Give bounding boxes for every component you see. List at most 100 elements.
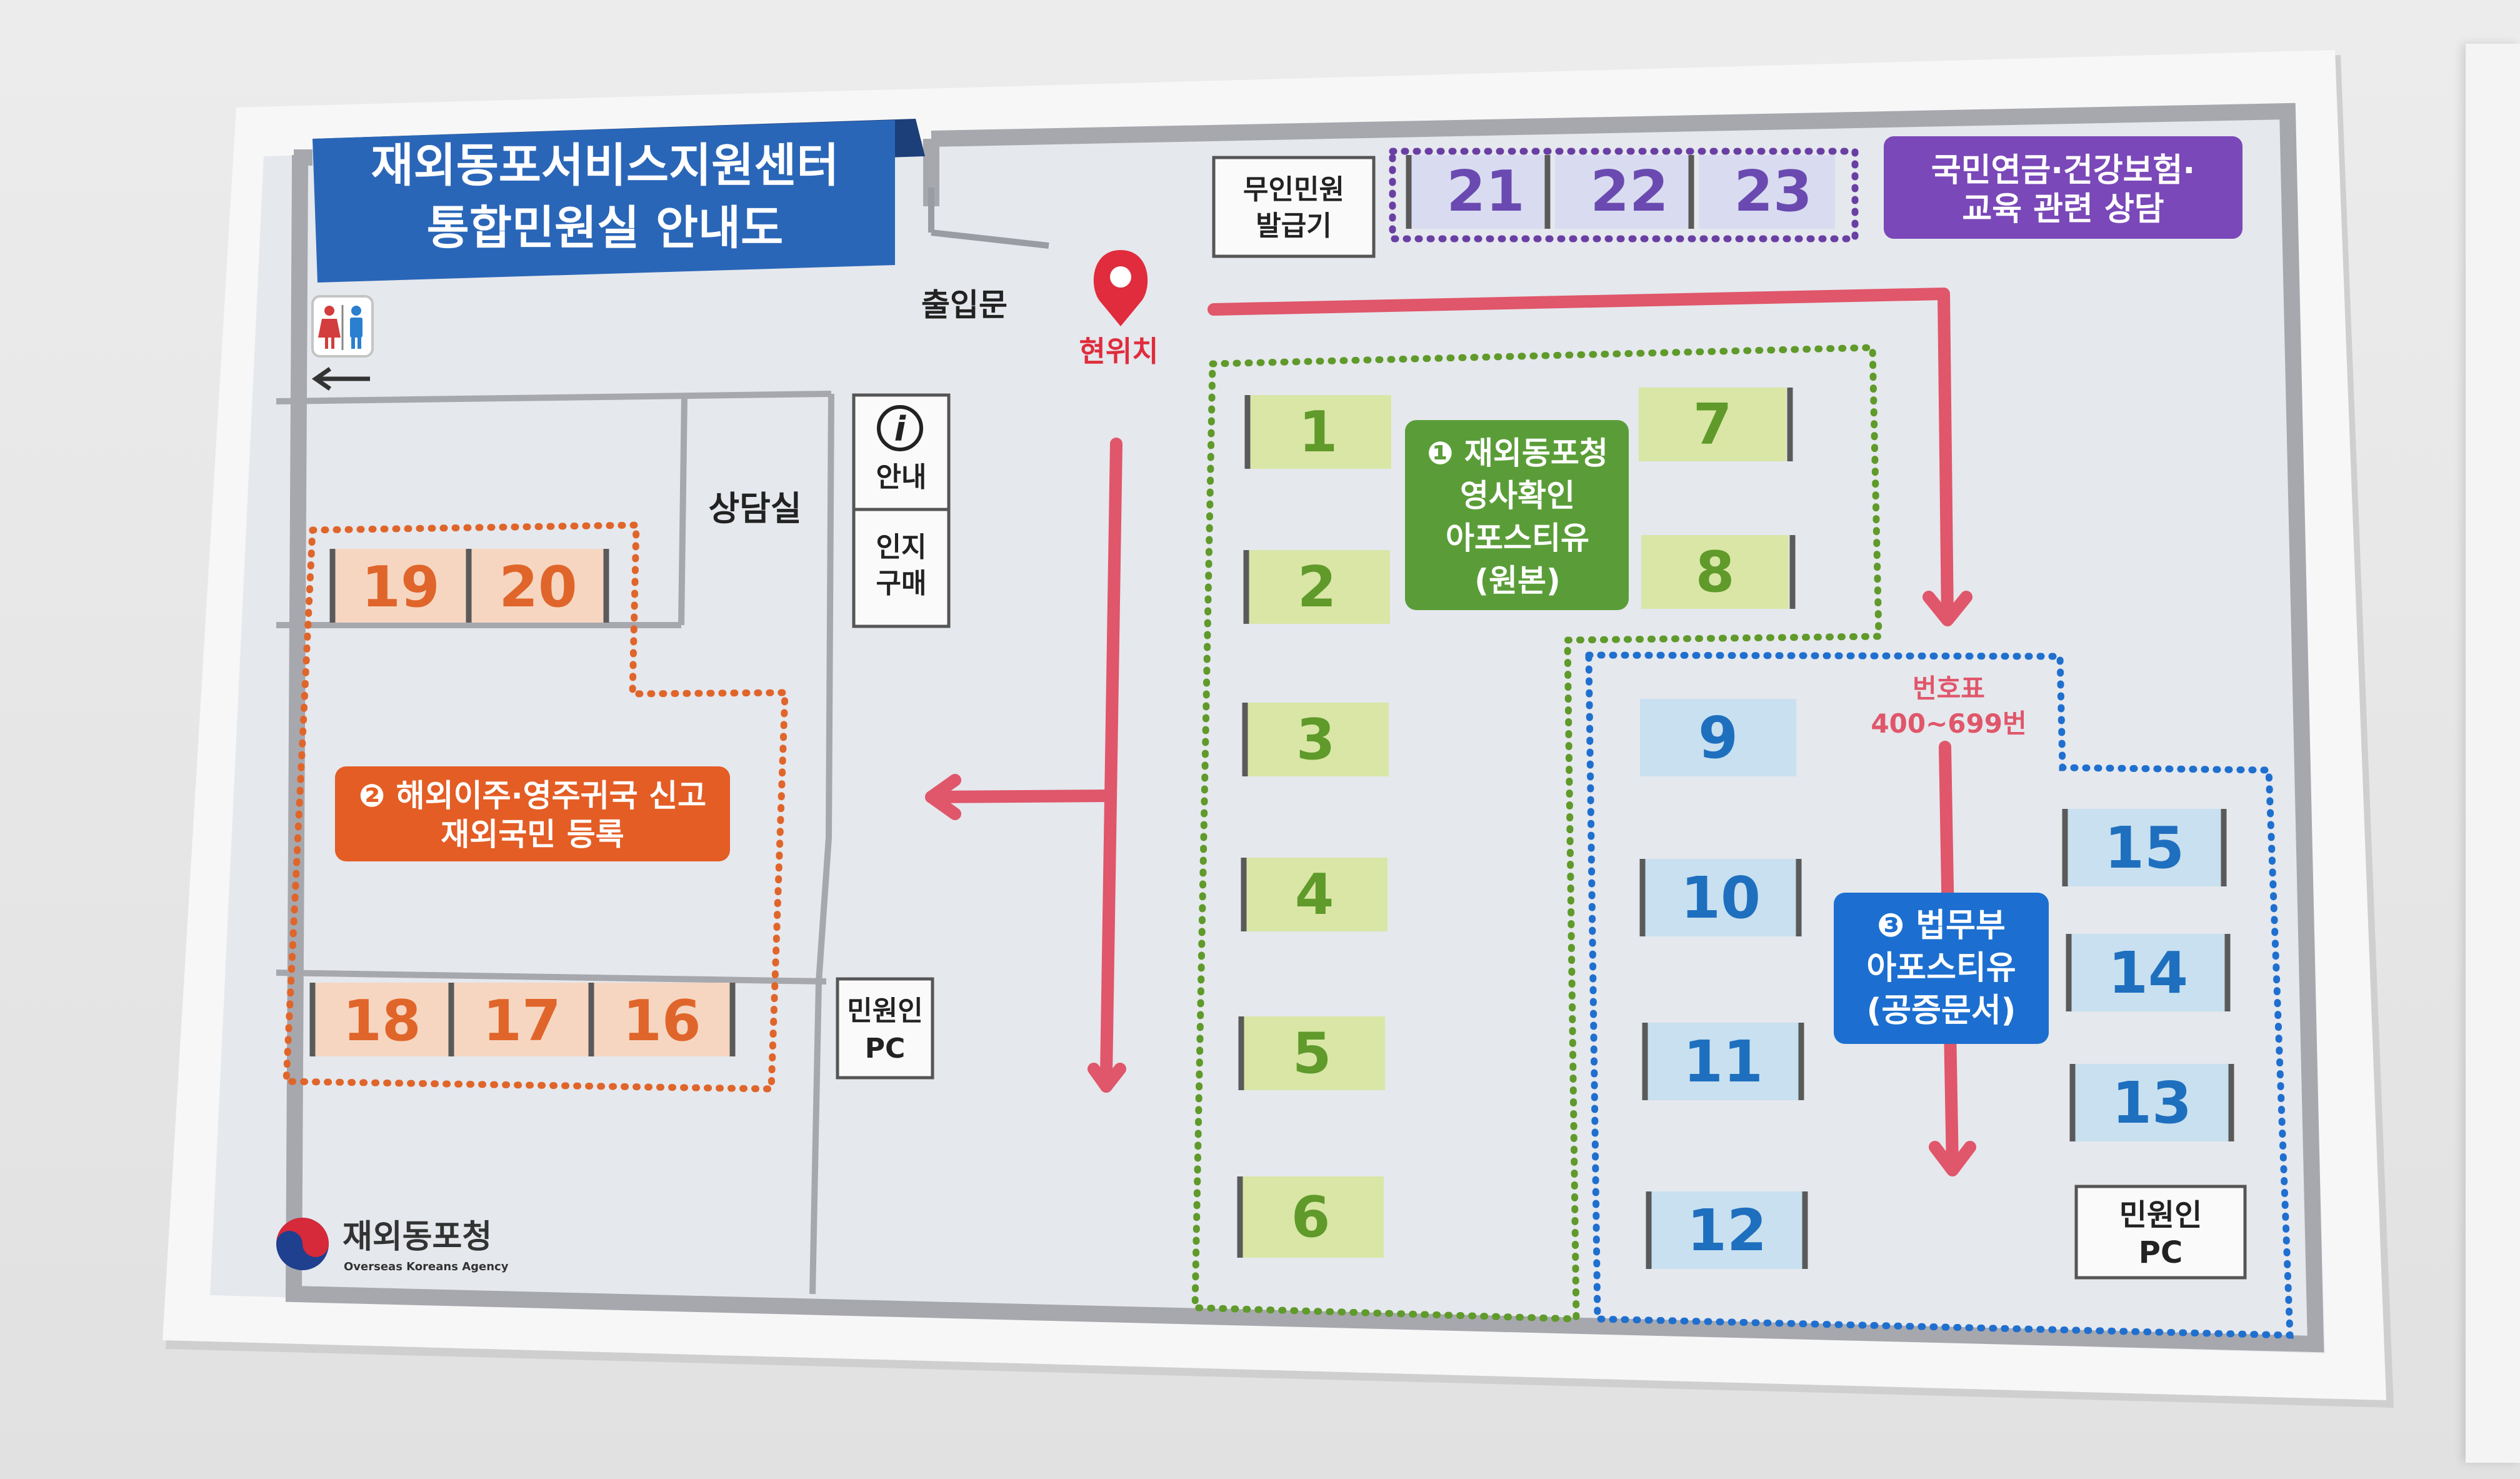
counter-5-label: 5: [1292, 1021, 1332, 1086]
zone3-line3: (공증문서): [1867, 992, 2016, 1030]
counter-2[interactable]: [1249, 550, 1390, 624]
counter-17-label: 17: [482, 988, 561, 1054]
counter-2-label: 2: [1298, 554, 1337, 620]
logo-name: 재외동포청: [342, 1218, 492, 1256]
pc-left-line1: 민원인: [847, 995, 922, 1027]
counter-16-label: 16: [622, 988, 701, 1054]
counter-22-label: 22: [1590, 159, 1668, 224]
zone1-line3: 아포스티유: [1446, 520, 1589, 556]
counter-16[interactable]: [594, 983, 730, 1056]
counter-14-label: 14: [2108, 940, 2188, 1006]
info-icon-glyph: i: [894, 409, 907, 449]
counter-3-label: 3: [1296, 707, 1336, 773]
stamp-line1: 인지: [876, 531, 927, 563]
counter-23-label: 23: [1734, 159, 1812, 224]
pension-badge[interactable]: [1884, 136, 2242, 239]
zone2-line2: 재외국민 등록: [441, 816, 624, 853]
counter-15[interactable]: [2065, 809, 2224, 886]
zone1-line2: 영사확인: [1460, 478, 1575, 514]
kiosk-line2: 발급기: [1256, 210, 1331, 242]
counter-1-label: 1: [1299, 399, 1338, 465]
blue-counters: [1640, 699, 2231, 1269]
title-line2: 통합민원실 안내도: [427, 201, 783, 255]
counter-11[interactable]: [1645, 1023, 1801, 1100]
counter-3[interactable]: [1248, 703, 1389, 776]
stamp-line2: 구매: [876, 568, 927, 599]
entrance-label: 출입문: [921, 287, 1008, 323]
counter-18-label: 18: [342, 988, 421, 1054]
zone-green-border: [1191, 344, 1882, 1323]
pc-right-line2: PC: [2139, 1235, 2182, 1270]
zone-purple-border: [1389, 148, 1859, 243]
ticket-line1: 번호표: [1912, 673, 1985, 704]
pension-line1: 국민연금·건강보험·: [1931, 152, 2195, 189]
wall-top-left: [285, 103, 2324, 1353]
counter-20[interactable]: [470, 549, 606, 623]
zone1-line1: ❶ 재외동포청: [1427, 435, 1608, 471]
zone3-badge[interactable]: [1834, 893, 2049, 1044]
counter-4-label: 4: [1295, 862, 1334, 928]
current-location-label: 현위치: [1079, 334, 1159, 368]
counter-20-label: 20: [499, 554, 577, 620]
counter-12[interactable]: [1649, 1191, 1805, 1269]
counter-5[interactable]: [1244, 1016, 1385, 1090]
counter-23[interactable]: [1699, 155, 1835, 229]
counter-14[interactable]: [2069, 934, 2228, 1011]
zone1-line4: (원본): [1474, 563, 1561, 599]
counter-15-label: 15: [2104, 815, 2184, 881]
counter-13[interactable]: [2072, 1064, 2231, 1141]
info-label: 안내: [876, 461, 927, 493]
title-line1: 재외동포서비스지원센터: [371, 139, 839, 193]
entrance-door-line: [931, 229, 1049, 249]
counter-12-label: 12: [1687, 1197, 1767, 1264]
counter-17[interactable]: [454, 983, 590, 1056]
title-banner: [312, 120, 895, 283]
kiosk-box[interactable]: [1212, 156, 1376, 258]
counter-6-label: 6: [1291, 1185, 1331, 1250]
kiosk-line1: 무인민원: [1243, 174, 1344, 206]
counter-8-label: 8: [1696, 539, 1735, 605]
counter-9[interactable]: [1640, 699, 1796, 776]
counter-21[interactable]: [1411, 155, 1548, 229]
counter-1[interactable]: [1250, 395, 1391, 469]
counter-8[interactable]: [1641, 535, 1789, 609]
counter-10-label: 10: [1681, 865, 1761, 931]
zone3-line1: ❸ 법무부: [1877, 907, 2006, 945]
zone3-line2: 아포스티유: [1866, 950, 2016, 987]
restroom-icon: [318, 305, 362, 350]
zone-blue-border: [1585, 651, 2294, 1339]
ticket-line2: 400~699번: [1871, 708, 2026, 739]
counter-4[interactable]: [1246, 858, 1388, 931]
counter-18[interactable]: [314, 983, 450, 1056]
counter-13-label: 13: [2112, 1070, 2192, 1136]
route-arrows: [925, 288, 1976, 1176]
info-icon: [877, 405, 923, 451]
zone2-badge[interactable]: [335, 766, 730, 861]
location-pin-icon: [1093, 250, 1148, 326]
zone1-badge[interactable]: [1405, 420, 1629, 610]
counter-11-label: 11: [1683, 1028, 1763, 1095]
counter-7-label: 7: [1693, 392, 1732, 458]
pc-left-line2: PC: [865, 1033, 906, 1065]
counter-7[interactable]: [1639, 388, 1786, 461]
counter-6[interactable]: [1242, 1176, 1384, 1258]
counter-19[interactable]: [332, 549, 469, 623]
logo-english: Overseas Koreans Agency: [344, 1260, 509, 1273]
counter-21-label: 21: [1446, 159, 1524, 224]
pc-right-box[interactable]: [2074, 1185, 2247, 1280]
agency-logo-icon: [276, 1218, 329, 1270]
pc-left-box[interactable]: [836, 977, 934, 1080]
pc-right-line1: 민원인: [2119, 1198, 2202, 1233]
counter-19-label: 19: [361, 554, 439, 620]
pension-line2: 교육 관련 상담: [1962, 191, 2164, 228]
left-room-walls: [276, 391, 834, 1295]
zone-orange-border: [282, 521, 789, 1093]
wall-edge: [2466, 44, 2520, 1463]
green-counters: [1242, 388, 1789, 1258]
zone2-line1: ❷ 해외이주·영주귀국 신고: [359, 778, 706, 814]
counter-10[interactable]: [1642, 859, 1799, 936]
counter-22[interactable]: [1555, 155, 1691, 229]
arrow-left-icon: [311, 367, 370, 391]
counter-9-label: 9: [1698, 704, 1738, 771]
